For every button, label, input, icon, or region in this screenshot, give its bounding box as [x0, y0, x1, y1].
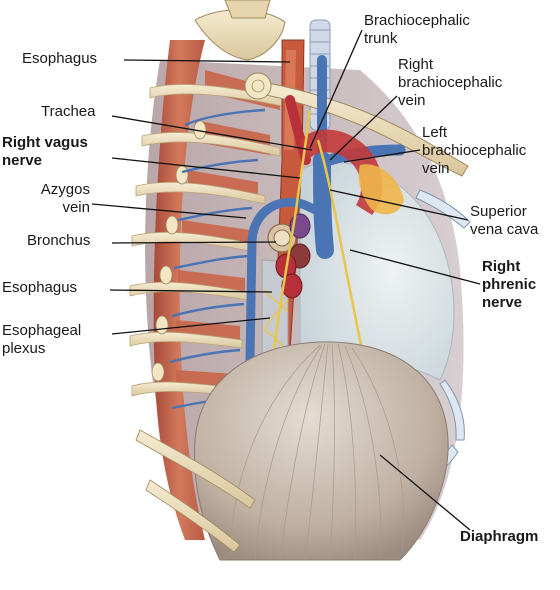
- leader-esophagus-mid: [109, 289, 273, 293]
- label-esophagus-mid: Esophagus: [2, 279, 78, 296]
- lung-root: [267, 213, 311, 299]
- label-trachea: Trachea: [41, 103, 96, 120]
- leader-esophageal-plexus: [111, 317, 271, 335]
- label-bronchus: Bronchus: [27, 232, 91, 249]
- superior-vena-cava-vessel: [313, 151, 334, 259]
- leader-diaphragm: [379, 454, 471, 531]
- label-right-phrenic-nerve: Right phrenic nerve: [482, 258, 537, 311]
- label-azygos-vein: Azygos vein: [40, 181, 90, 216]
- mediastinal-fat: [358, 164, 404, 215]
- leader-trachea: [111, 115, 313, 151]
- sternoclavicular-joint: [244, 72, 272, 100]
- leader-superior-vena-cava: [329, 189, 469, 221]
- leader-brachiocephalic-trunk: [309, 29, 363, 149]
- leader-esophagus-top: [123, 59, 291, 63]
- label-right-brachiocephalic-vein: Right brachiocephalic vein: [398, 56, 503, 109]
- leader-right-phrenic: [349, 249, 481, 285]
- label-diaphragm: Diaphragm: [460, 528, 539, 545]
- leader-lines: [91, 29, 481, 531]
- right-vagus-nerve-vessel: [272, 109, 312, 351]
- leader-bronchus: [111, 241, 277, 244]
- leader-right-vagus: [111, 157, 301, 179]
- vertebra-spinous: [224, 0, 271, 19]
- label-superior-vena-cava: Superior vena cava: [470, 203, 539, 238]
- leader-azygos: [91, 203, 247, 219]
- azygos-vein-vessel: [245, 197, 325, 365]
- label-esophagus-top: Esophagus: [22, 50, 98, 67]
- label-brachiocephalic-trunk: Brachiocephalic trunk: [364, 12, 470, 47]
- leader-right-brachiocephalic: [329, 95, 398, 161]
- label-left-brachiocephalic-vein: Left brachiocephalic vein: [422, 124, 527, 177]
- diaphragm-fibers: [229, 343, 405, 561]
- leader-left-brachiocephalic: [343, 149, 421, 163]
- label-right-vagus-nerve: Right vagus nerve: [2, 134, 88, 169]
- intercostal-veins: [169, 108, 266, 410]
- label-esophageal-plexus: Esophageal plexus: [2, 322, 82, 357]
- diaphragm-dome: [194, 341, 449, 561]
- ribs-lower: [135, 429, 256, 553]
